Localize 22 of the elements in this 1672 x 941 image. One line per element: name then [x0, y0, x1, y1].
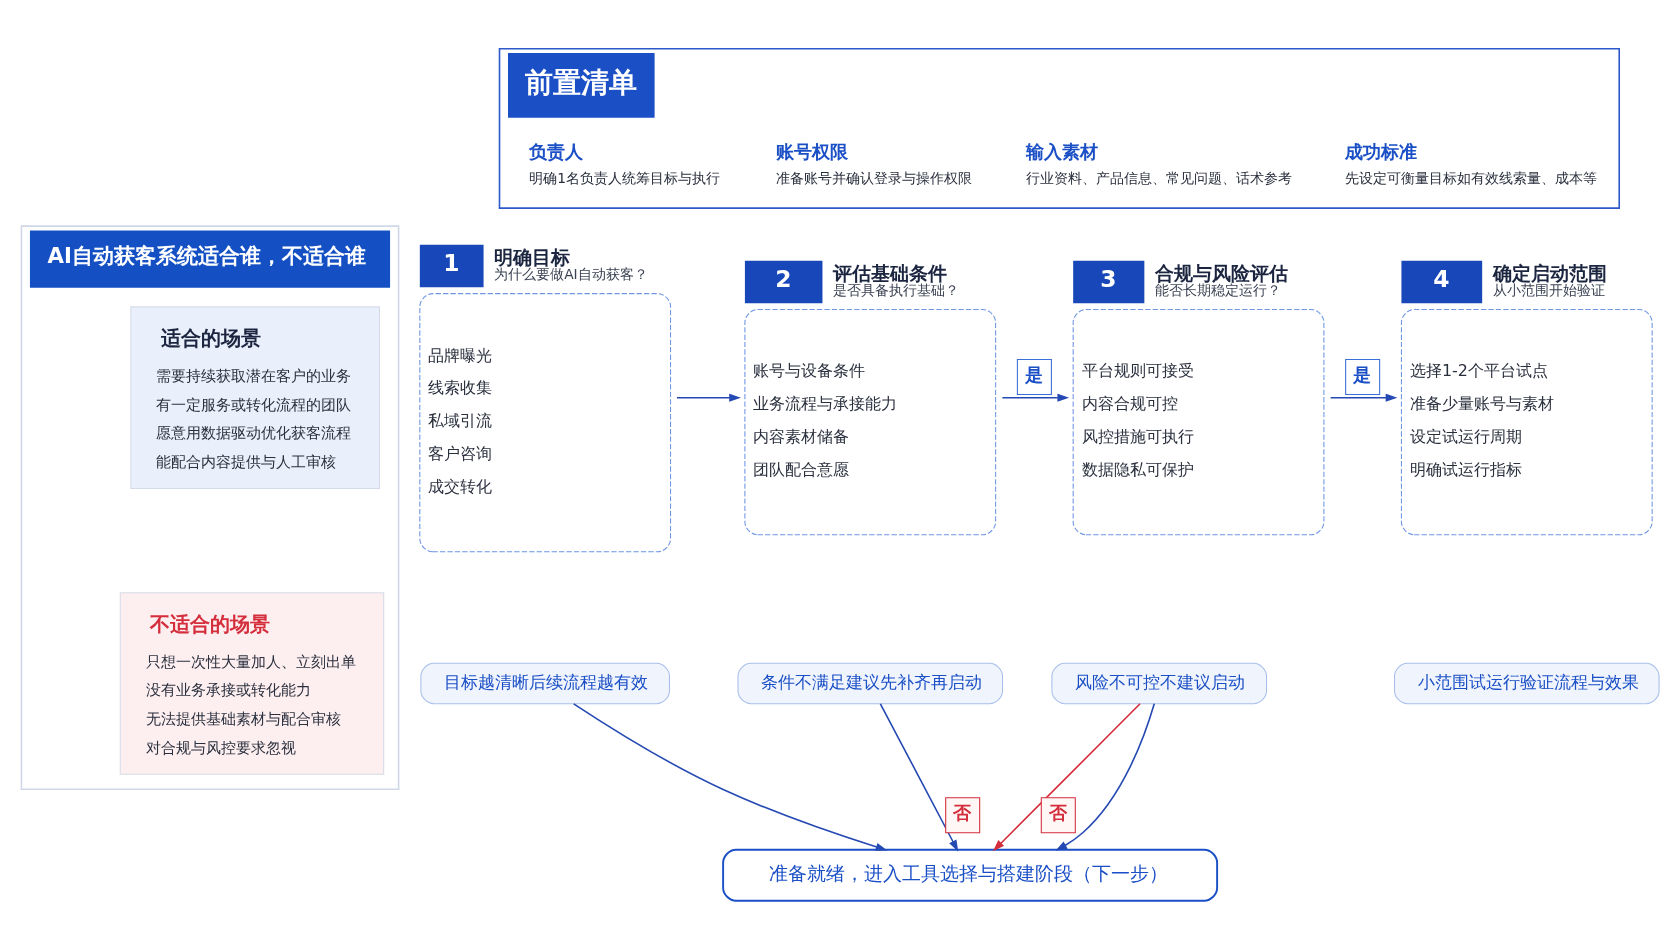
edge-label: 是 [1024, 363, 1043, 385]
edge-label: 是 [1353, 363, 1372, 385]
arrow [1329, 393, 1398, 402]
node-text: 账号权限 准备账号并确认登录与操作权限 [775, 141, 972, 186]
node-box: 目标越清晰后续流程越有效 [420, 662, 670, 705]
arrow [676, 393, 741, 402]
node-box: 适合的场景 需要持续获取潜在客户的业务 有一定服务或转化流程的团队 愿意用数据驱动优化获客流程 能配合内容提供与人工审核 [130, 306, 380, 490]
arrow [1001, 393, 1070, 402]
arrow [879, 703, 959, 852]
arrow [572, 703, 888, 851]
node-box: 准备就绪，进入工具选择与搭建阶段（下一步） [722, 848, 1219, 902]
edge-label: 否 [953, 802, 972, 824]
node-text: 输入素材 行业资料、产品信息、常见问题、话术参考 [1026, 141, 1293, 186]
node-box: 不适合的场景 只想一次性大量加人、立刻出单 没有业务承接或转化能力 无法提供基础素材与配合审核 对合规与风控要求忽视 [119, 592, 385, 775]
node-text: 负责人 明确1名负责人统筹目标与执行 [529, 141, 721, 186]
node-text: 成功标准 先设定可衡量目标如有效线索量、成本等 [1345, 141, 1598, 186]
node-box: 风险不可控不建议启动 [1051, 662, 1268, 705]
arrow [993, 703, 1141, 852]
node-box: 条件不满足建议先补齐再启动 [737, 662, 1004, 705]
node-box: 小范围试运行验证流程与效果 [1394, 662, 1660, 705]
edge-label: 否 [1048, 802, 1067, 824]
arrow [1055, 702, 1156, 851]
